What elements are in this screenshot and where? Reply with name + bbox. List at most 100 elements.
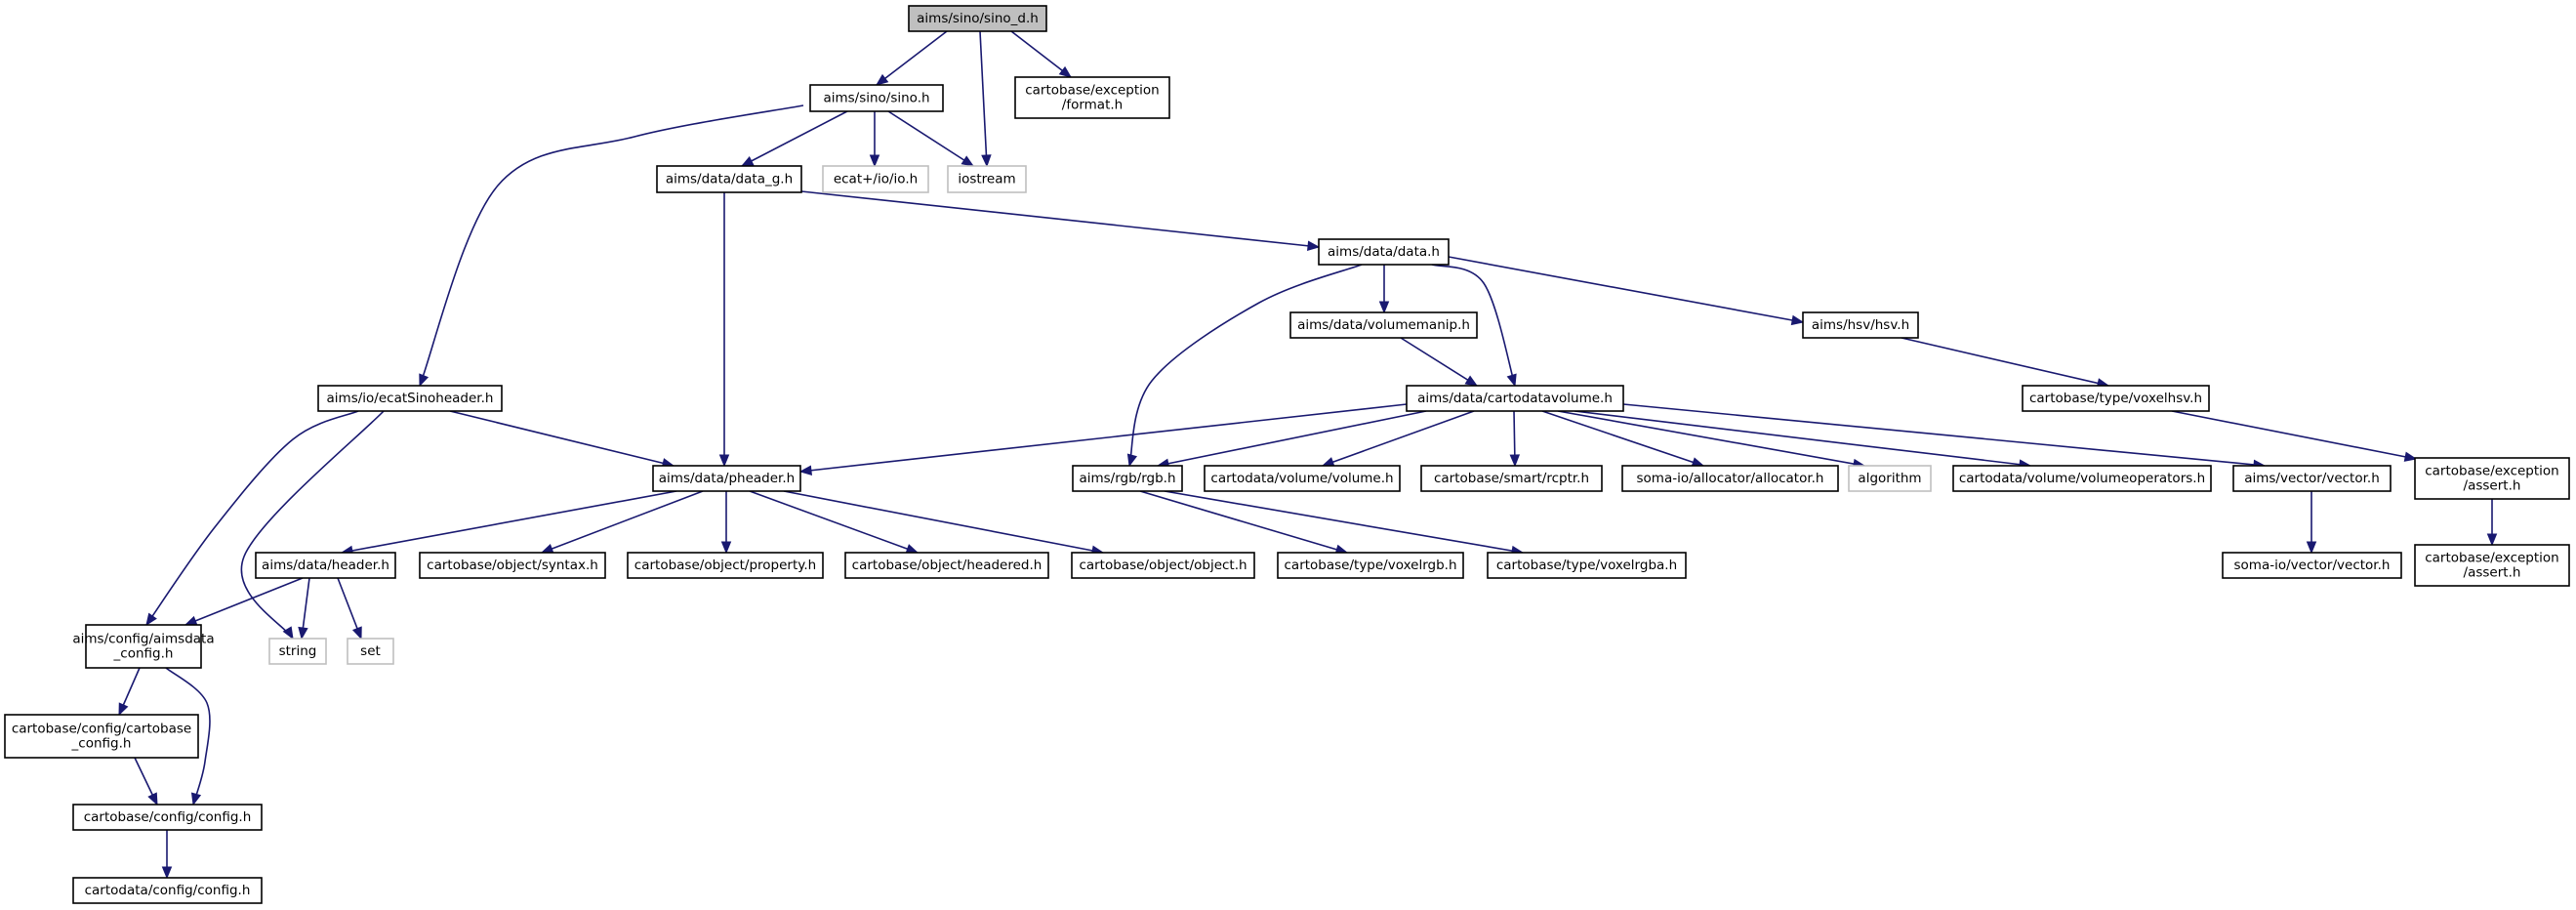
- edge-line: [979, 30, 988, 167]
- node-label: aims/sino/sino.h: [823, 91, 929, 106]
- node-label: cartobase/type/voxelhsv.h: [2029, 391, 2202, 406]
- edge-line: [1448, 256, 1804, 323]
- node-voxelhsv[interactable]: cartobase/type/voxelhsv.h: [2022, 385, 2210, 412]
- arrowhead: [720, 541, 732, 555]
- node-label: aims/rgb/rgb.h: [1079, 471, 1175, 486]
- arrowhead: [1307, 240, 1321, 251]
- node-assert1[interactable]: cartobase/exception/assert.h: [2414, 457, 2570, 500]
- node-box: [1289, 311, 1478, 339]
- node-config[interactable]: cartobase/config/config.h: [72, 804, 263, 831]
- node-header[interactable]: aims/data/header.h: [255, 552, 396, 579]
- node-format[interactable]: cartobase/exception/format.h: [1014, 76, 1170, 119]
- node-cartodatavolume[interactable]: aims/data/cartodatavolume.h: [1406, 385, 1624, 412]
- edge-line: [741, 110, 848, 167]
- edge-cartodatavolume-to-aimsvector: [1622, 403, 2267, 471]
- node-assert2[interactable]: cartobase/exception/assert.h: [2414, 544, 2570, 587]
- node-somavector[interactable]: soma-io/vector/vector.h: [2222, 552, 2402, 579]
- node-box: [1318, 238, 1450, 266]
- arrowhead: [145, 612, 157, 627]
- node-cvolume[interactable]: cartodata/volume/volume.h: [1204, 465, 1401, 492]
- edge-data_g-to-pheader: [718, 192, 730, 468]
- node-ecatio[interactable]: ecat+/io/io.h: [822, 165, 929, 193]
- node-volumeoperators[interactable]: cartodata/volume/volumeoperators.h: [1952, 465, 2212, 492]
- edge-line: [800, 190, 1320, 248]
- arrowhead: [540, 543, 554, 554]
- node-label: aims/sino/sino_d.h: [917, 11, 1039, 26]
- node-label: /assert.h: [2464, 565, 2521, 581]
- edge-cartodatavolume-to-volumeoperators: [1574, 410, 2032, 470]
- node-aimsvector[interactable]: aims/vector/vector.h: [2232, 465, 2392, 492]
- node-hsv[interactable]: aims/hsv/hsv.h: [1802, 311, 1919, 339]
- node-sino[interactable]: aims/sino/sino.h: [809, 84, 944, 112]
- arrowhead: [740, 156, 755, 167]
- node-iostream[interactable]: iostream: [947, 165, 1027, 193]
- edge-hsv-to-voxelhsv: [1901, 337, 2110, 389]
- arrowhead: [2306, 541, 2317, 555]
- node-box: [2222, 552, 2402, 579]
- node-box: [2414, 544, 2570, 587]
- edge-line: [1574, 410, 2031, 467]
- node-string[interactable]: string: [268, 638, 327, 665]
- edge-sino-to-data_g: [740, 110, 848, 167]
- node-label: cartobase/exception: [2425, 464, 2559, 479]
- node-object[interactable]: cartobase/object/object.h: [1071, 552, 1255, 579]
- node-property[interactable]: cartobase/object/property.h: [627, 552, 824, 579]
- node-label: iostream: [958, 172, 1015, 187]
- node-headered[interactable]: cartobase/object/headered.h: [844, 552, 1049, 579]
- node-cdconfig[interactable]: cartodata/config/config.h: [72, 877, 263, 904]
- node-box: [2022, 385, 2210, 412]
- arrowhead: [1506, 373, 1517, 388]
- node-sino_d[interactable]: aims/sino/sino_d.h: [908, 5, 1047, 32]
- node-box: [844, 552, 1049, 579]
- node-rgb[interactable]: aims/rgb/rgb.h: [1072, 465, 1183, 492]
- edge-cartodatavolume-to-pheader: [798, 403, 1408, 476]
- edge-line: [799, 403, 1408, 473]
- node-box: [1848, 465, 1932, 492]
- edge-line: [145, 410, 359, 626]
- edge-line: [1901, 337, 2109, 387]
- edge-sino_d-to-format: [1010, 30, 1073, 78]
- node-box: [419, 552, 606, 579]
- node-syntax[interactable]: cartobase/object/syntax.h: [419, 552, 606, 579]
- node-box: [1071, 552, 1255, 579]
- edge-line: [2171, 410, 2417, 460]
- node-box: [1014, 76, 1170, 119]
- node-cartobaseconfig[interactable]: cartobase/config/cartobase_config.h: [4, 714, 199, 759]
- node-box: [1277, 552, 1464, 579]
- arrowhead: [869, 154, 880, 168]
- node-label: cartobase/type/voxelrgb.h: [1285, 558, 1457, 573]
- node-box: [1072, 465, 1183, 492]
- node-box: [347, 638, 394, 665]
- node-box: [1420, 465, 1603, 492]
- node-voxelrgba[interactable]: cartobase/type/voxelrgba.h: [1487, 552, 1687, 579]
- node-set[interactable]: set: [347, 638, 394, 665]
- edge-sino_d-to-sino: [875, 30, 948, 86]
- node-data[interactable]: aims/data/data.h: [1318, 238, 1450, 266]
- node-box: [85, 624, 202, 669]
- node-allocator[interactable]: soma-io/allocator/allocator.h: [1621, 465, 1839, 492]
- edge-sino-to-ecatio: [869, 111, 880, 168]
- node-pheader[interactable]: aims/data/pheader.h: [652, 465, 801, 492]
- node-volumemanip[interactable]: aims/data/volumemanip.h: [1289, 311, 1478, 339]
- arrowhead: [981, 154, 992, 168]
- edge-line: [240, 410, 385, 640]
- node-voxelrgb[interactable]: cartobase/type/voxelrgb.h: [1277, 552, 1464, 579]
- arrowhead: [905, 544, 920, 554]
- node-box: [1802, 311, 1919, 339]
- node-aimsdataconfig[interactable]: aims/config/aimsdata_config.h: [72, 624, 215, 669]
- node-ecatsinoheader[interactable]: aims/io/ecatSinoheader.h: [317, 385, 503, 412]
- edge-header-to-set: [337, 577, 362, 641]
- edge-data-to-cartodatavolume: [1431, 264, 1517, 388]
- node-algorithm[interactable]: algorithm: [1848, 465, 1932, 492]
- arrowhead: [1126, 453, 1138, 468]
- edge-assert1-to-assert2: [2486, 499, 2498, 547]
- edge-line: [1541, 410, 1704, 467]
- node-data_g[interactable]: aims/data/data_g.h: [656, 165, 802, 193]
- node-box: [809, 84, 944, 112]
- node-box: [1952, 465, 2212, 492]
- arrowhead: [184, 615, 198, 626]
- arrowhead: [1790, 314, 1805, 326]
- node-rcptr[interactable]: cartobase/smart/rcptr.h: [1420, 465, 1603, 492]
- node-label: cartobase/object/syntax.h: [427, 558, 598, 573]
